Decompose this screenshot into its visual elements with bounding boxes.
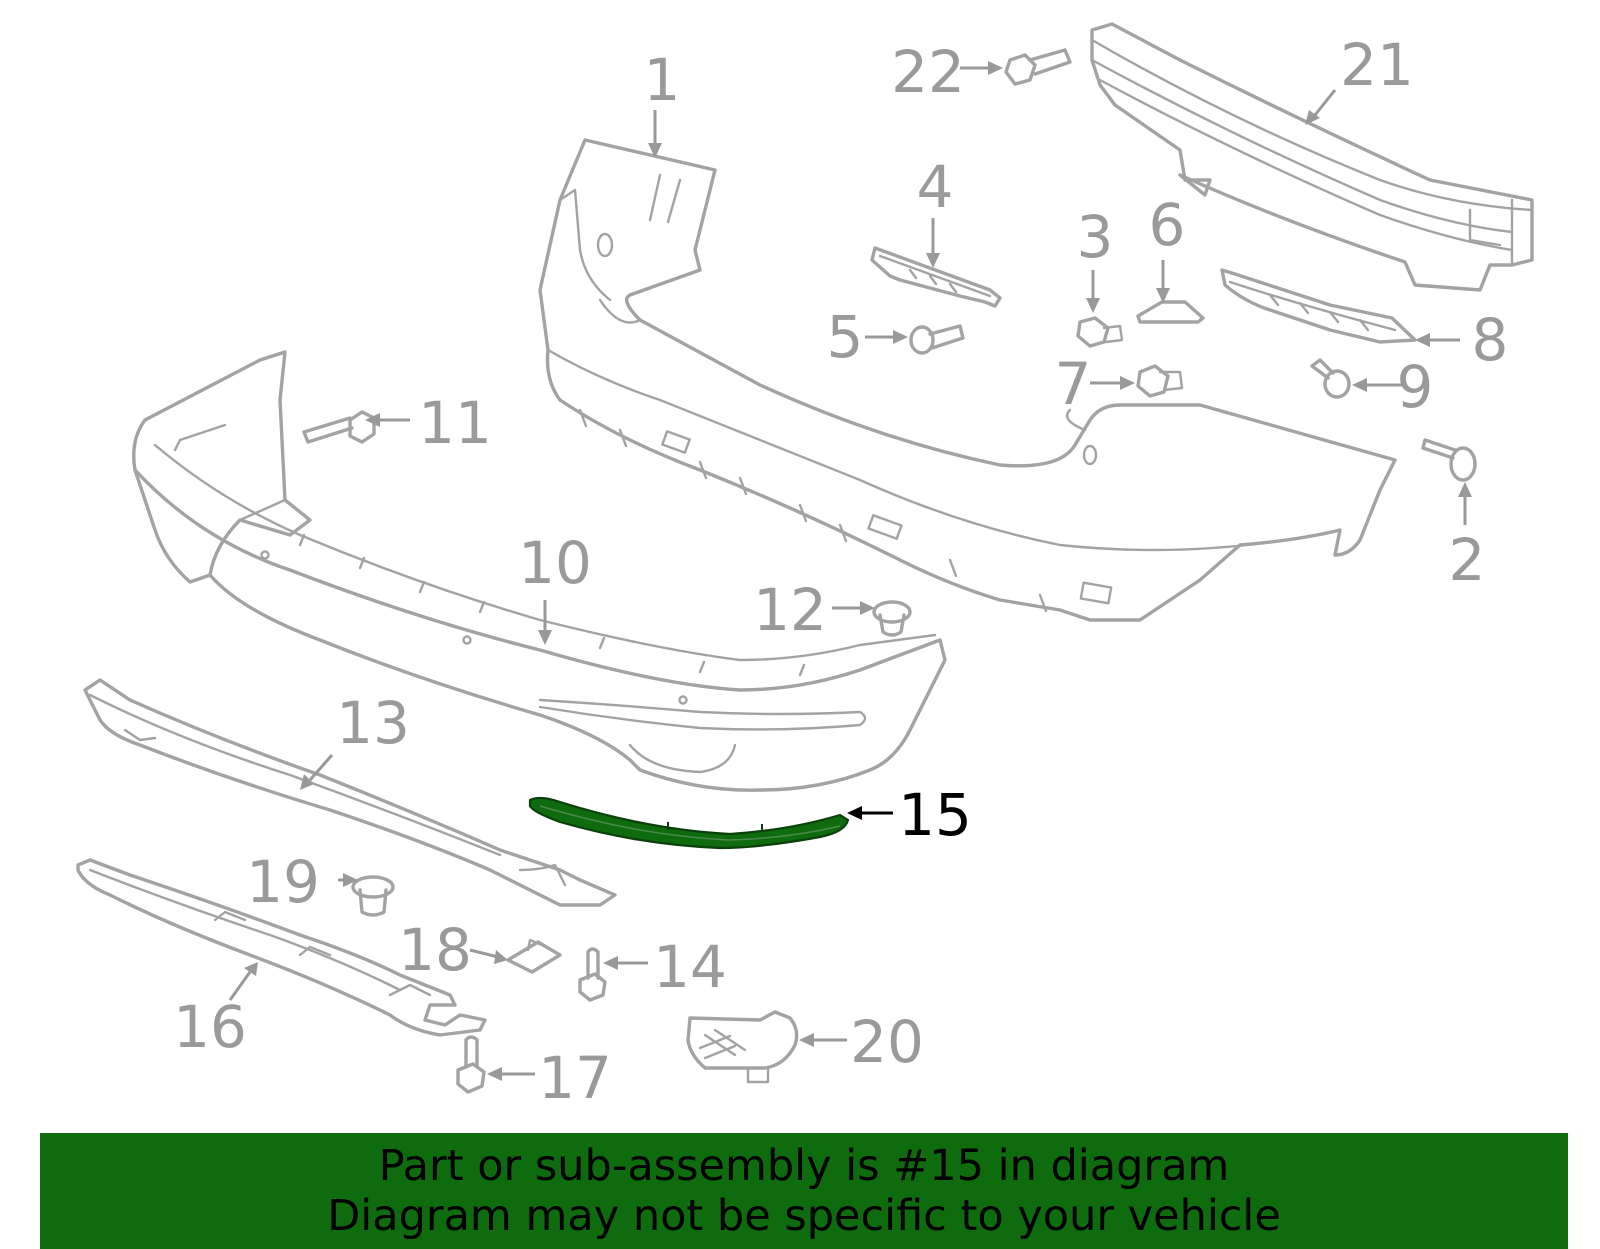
part-13-spoiler <box>83 678 617 907</box>
part-19-grommet <box>351 875 395 917</box>
part-2-screw <box>1421 438 1477 482</box>
callout-15: 15 <box>898 781 972 849</box>
callout-labels: 1 2 3 4 5 6 7 8 9 10 11 12 13 14 15 16 1… <box>173 31 1508 1112</box>
part-11-bolt <box>302 410 376 444</box>
callout-9: 9 <box>1397 353 1434 421</box>
part-15-garnish <box>528 796 850 850</box>
callout-20: 20 <box>850 1008 924 1076</box>
part-3-nut <box>1076 316 1124 348</box>
part-7-nut <box>1136 364 1184 398</box>
callout-5: 5 <box>827 303 864 371</box>
part-20-reflector-lamp <box>686 1010 799 1084</box>
part-5-screw <box>909 324 965 355</box>
callout-7: 7 <box>1055 350 1092 418</box>
callout-16: 16 <box>173 993 247 1061</box>
callout-18: 18 <box>398 916 472 984</box>
part-9-screw <box>1310 358 1351 399</box>
part-22-bolt <box>1004 48 1072 86</box>
part-1-upper-bumper-cover <box>538 138 1397 622</box>
callout-11: 11 <box>418 389 492 457</box>
callout-4: 4 <box>917 153 954 221</box>
part-12-grommet <box>872 600 912 637</box>
part-4-bracket <box>870 246 1002 308</box>
callout-22: 22 <box>891 38 965 106</box>
callout-10: 10 <box>518 529 592 597</box>
part-8-bracket <box>1220 268 1417 344</box>
part-18-clip-nut <box>506 938 562 974</box>
callout-17: 17 <box>538 1044 612 1112</box>
part-17-bolt <box>456 1035 486 1094</box>
callout-8: 8 <box>1472 306 1509 374</box>
callout-3: 3 <box>1077 203 1114 271</box>
callout-21: 21 <box>1340 31 1414 99</box>
part-10-lower-bumper-cover <box>132 350 947 792</box>
banner-line-2: Diagram may not be specific to your vehi… <box>327 1191 1281 1241</box>
info-banner: Part or sub-assembly is #15 in diagram D… <box>40 1133 1568 1249</box>
callout-19: 19 <box>246 848 320 916</box>
part-14-bolt <box>578 947 607 1002</box>
callout-1: 1 <box>644 46 681 114</box>
callout-6: 6 <box>1149 191 1186 259</box>
callout-13: 13 <box>336 689 410 757</box>
callout-2: 2 <box>1449 526 1486 594</box>
part-21-reinforcement-beam <box>1090 22 1534 292</box>
callout-12: 12 <box>753 576 827 644</box>
leader-lines <box>228 61 1472 1081</box>
part-6-clip <box>1136 300 1205 324</box>
banner-line-1: Part or sub-assembly is #15 in diagram <box>378 1141 1230 1191</box>
part-16-lower-strip <box>76 858 487 1037</box>
callout-14: 14 <box>653 933 727 1001</box>
